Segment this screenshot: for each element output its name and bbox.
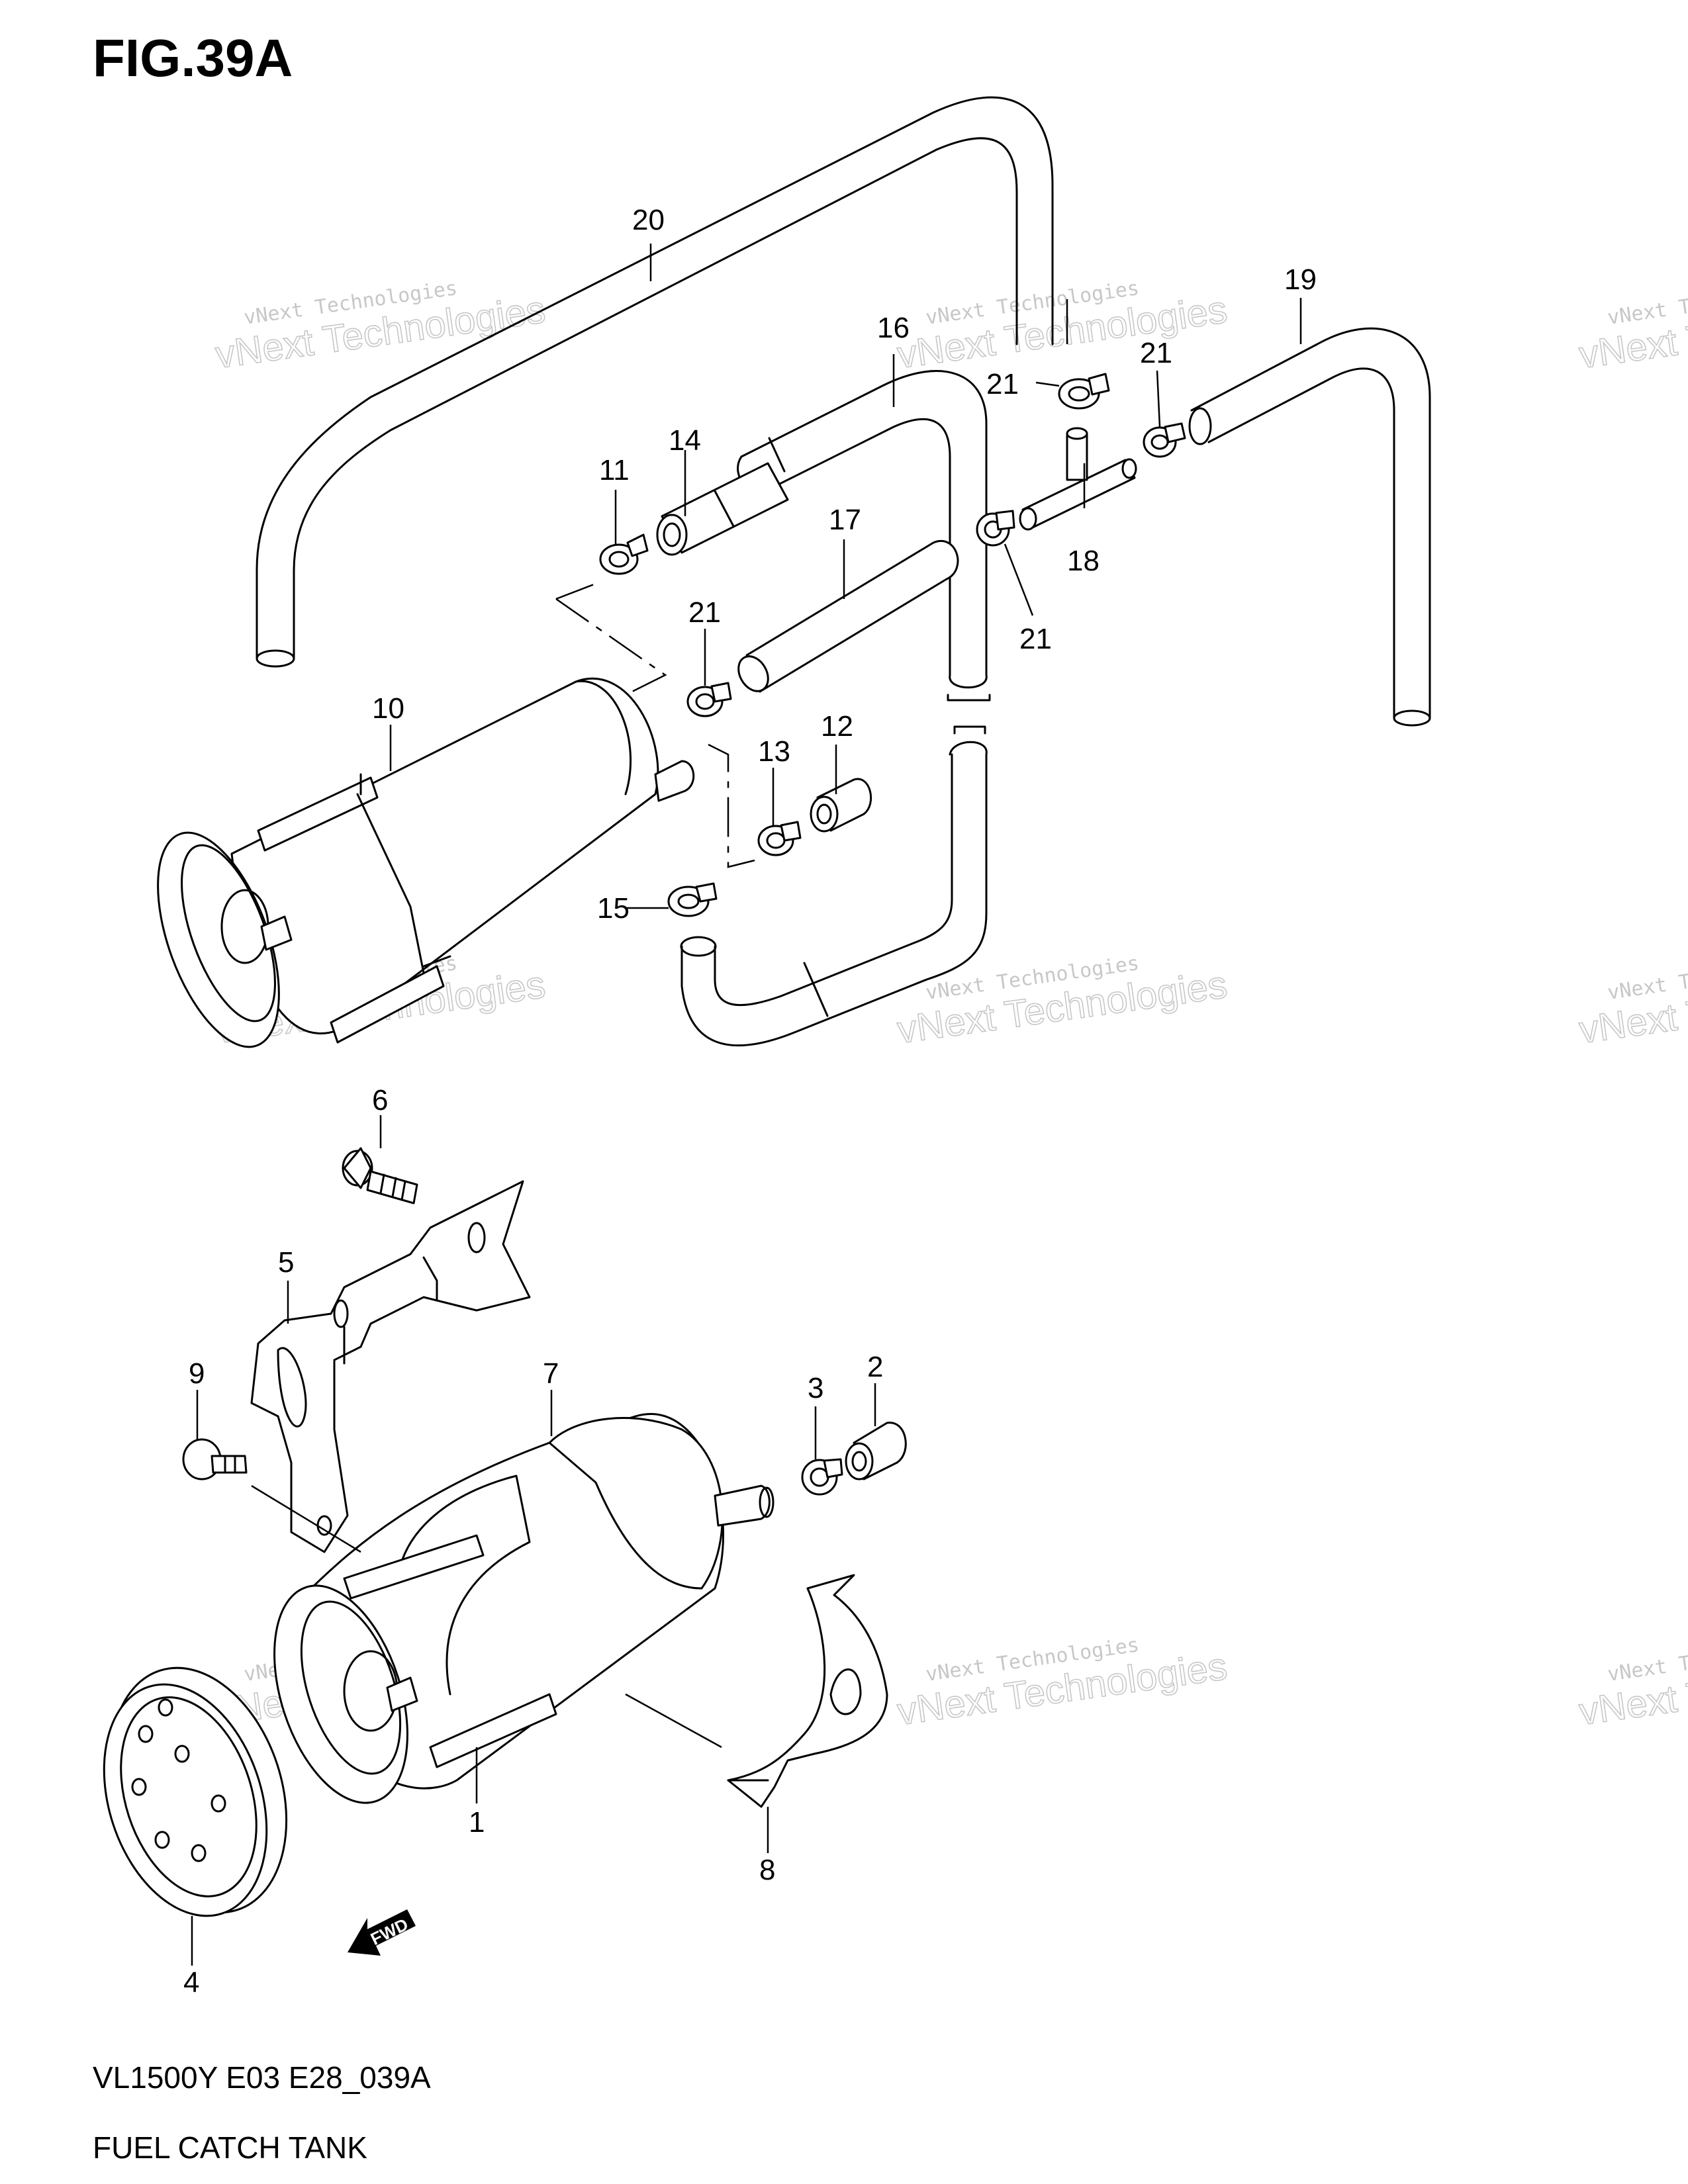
callout-13: 13 <box>758 735 790 768</box>
watermark-3: vNext Technologies vNext Technologies <box>1576 277 1688 377</box>
diagram-code: VL1500Y E03 E28_039A <box>93 2060 431 2095</box>
bolt-6 <box>342 1147 418 1205</box>
callout-4: 4 <box>183 1966 199 1999</box>
callout-21-d: 21 <box>688 596 721 629</box>
callout-7: 7 <box>543 1357 559 1390</box>
connection-lines-upper <box>555 581 755 868</box>
hose-19 <box>1188 327 1431 727</box>
callout-18: 18 <box>1067 545 1100 577</box>
cap-4 <box>103 1666 288 1917</box>
callout-19: 19 <box>1284 263 1317 296</box>
bolt-9 <box>182 1438 248 1480</box>
clip-21-a <box>1058 373 1110 410</box>
clip-13 <box>757 821 802 856</box>
clip-21-c <box>976 510 1015 547</box>
figure-title: FIG.39A <box>93 28 293 87</box>
pipe-17 <box>737 540 959 693</box>
fitting-14 <box>656 462 789 556</box>
callout-3: 3 <box>808 1372 823 1404</box>
connection-lines-lower <box>251 1484 722 1749</box>
callout-21-b: 21 <box>1140 337 1172 369</box>
callout-21-c: 21 <box>1019 623 1052 655</box>
diagram-name: FUEL CATCH TANK <box>93 2130 367 2165</box>
fitting-12 <box>810 778 872 833</box>
callout-6: 6 <box>372 1084 388 1116</box>
callout-10: 10 <box>372 692 404 725</box>
callout-labels: 20 19 16 21 21 14 11 17 18 21 21 10 12 1… <box>183 204 1317 1999</box>
leader-lines <box>191 244 1302 1966</box>
watermark-1: vNext Technologies vNext Technologies <box>212 277 549 377</box>
watermark-8: vNext Technologies vNext Technologies <box>894 1633 1231 1734</box>
callout-20: 20 <box>632 204 665 236</box>
watermark-2: vNext Technologies vNext Technologies <box>894 277 1231 377</box>
watermark-9: vNext Technologies vNext Technologies <box>1576 1633 1688 1734</box>
callout-9: 9 <box>189 1357 205 1390</box>
callout-1: 1 <box>469 1806 485 1839</box>
callout-16: 16 <box>877 312 910 344</box>
bracket-8 <box>727 1574 888 1808</box>
clip-3 <box>801 1458 843 1496</box>
callout-11: 11 <box>599 454 630 486</box>
catch-tank-1 <box>273 1413 774 1804</box>
callout-12: 12 <box>821 710 853 743</box>
callout-14: 14 <box>669 424 701 457</box>
clip-21-d <box>686 682 732 717</box>
hose-20 <box>256 96 1054 668</box>
callout-21-a: 21 <box>986 368 1019 400</box>
fwd-arrow: FWD <box>348 1909 416 1956</box>
callout-15: 15 <box>597 892 630 925</box>
lower-hose <box>680 725 988 1046</box>
watermark-5: vNext Technologies vNext Technologies <box>894 952 1231 1052</box>
joint-18 <box>1019 427 1137 531</box>
callout-17: 17 <box>829 504 861 536</box>
catch-tank-10 <box>157 677 695 1048</box>
callout-5: 5 <box>278 1246 294 1279</box>
clip-21-b <box>1143 422 1186 458</box>
clip-15 <box>667 882 718 917</box>
fitting-2 <box>845 1422 907 1480</box>
clip-11 <box>599 533 649 575</box>
watermark-6: vNext Technologies vNext Technologies <box>1576 952 1688 1052</box>
callout-8: 8 <box>759 1854 775 1886</box>
callout-2: 2 <box>867 1351 883 1383</box>
